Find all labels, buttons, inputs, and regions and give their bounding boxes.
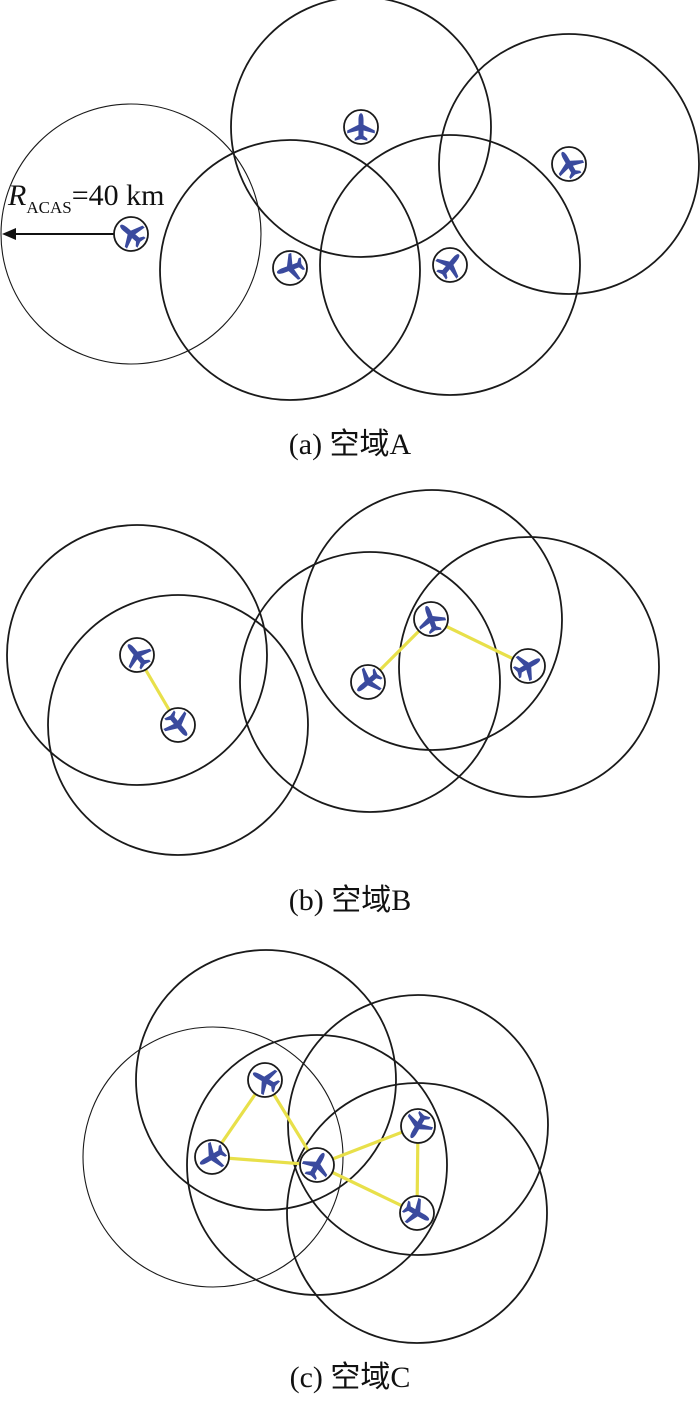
aircraft	[298, 1146, 336, 1184]
panel-caption: (c) 空域C	[290, 1361, 411, 1394]
range-circle	[398, 536, 660, 798]
range-circle	[301, 489, 563, 751]
aircraft	[246, 1061, 284, 1099]
aircraft	[193, 1138, 231, 1176]
range-label-symbol: R	[7, 179, 26, 212]
link-line	[429, 617, 530, 668]
range-circle	[135, 949, 397, 1211]
panel-c: (c) 空域C	[82, 949, 549, 1394]
range-circle	[0, 103, 262, 365]
aircraft	[399, 1107, 437, 1145]
aircraft	[158, 705, 198, 745]
range-circle	[159, 139, 421, 401]
aircraft	[430, 245, 470, 285]
aircraft	[509, 647, 547, 685]
range-circle	[438, 33, 700, 295]
range-circle	[6, 524, 268, 786]
arrowhead-icon	[2, 228, 16, 240]
aircraft	[111, 214, 151, 254]
aircraft	[272, 250, 308, 286]
panel-b: (b) 空域B	[6, 489, 660, 917]
panel-a: RACAS=40 km (a) 空域A	[0, 0, 700, 461]
panel-caption: (b) 空域B	[289, 884, 412, 917]
range-label: RACAS=40 km	[7, 179, 164, 217]
link-line	[315, 1163, 419, 1215]
range-circle	[230, 0, 492, 258]
aircraft	[343, 109, 379, 145]
range-circle	[319, 134, 581, 396]
panel-caption: (a) 空域A	[289, 428, 412, 461]
aircraft	[550, 145, 588, 183]
range-label-value: =40 km	[72, 179, 165, 212]
range-circle	[82, 1026, 344, 1288]
range-circle	[239, 551, 501, 813]
range-label-subscript: ACAS	[26, 198, 71, 217]
range-circle	[286, 1082, 548, 1344]
aircraft	[398, 1194, 436, 1232]
aircraft	[117, 635, 157, 675]
aircraft	[413, 601, 449, 637]
range-circle	[47, 594, 309, 856]
range-circle	[287, 994, 549, 1256]
link-line	[315, 1124, 420, 1167]
aircraft	[348, 662, 388, 702]
